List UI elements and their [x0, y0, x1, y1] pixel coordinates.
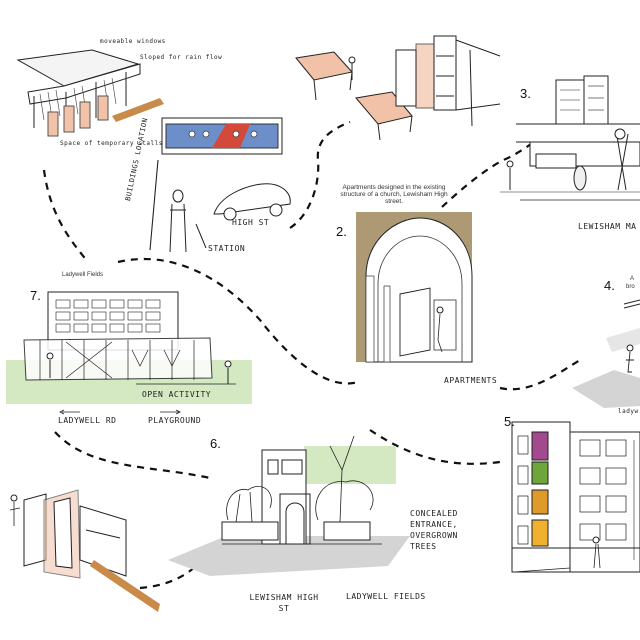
- sketch-number-4: 4.: [604, 278, 615, 293]
- annotation-temporary-stalls: Space of temporary stalls: [60, 140, 163, 147]
- connector-7-to-apartments: [117, 257, 359, 385]
- note-concealed-entrance: CONCEALED ENTRANCE, OVERGROWN TREES: [410, 509, 458, 551]
- caption-church-apartments: Apartments designed in the existing stru…: [340, 184, 448, 205]
- sketch-number-6: 6.: [210, 436, 221, 451]
- annotation-sloped-roof: Sloped for rain flow: [140, 54, 223, 61]
- connector-6-to-5: [369, 429, 501, 465]
- label-apartments: APARTMENTS: [444, 376, 498, 385]
- label-ladywell-rd: LADYWELL RD: [58, 416, 117, 425]
- connector-apartments-to-4: [499, 359, 581, 391]
- title-ladywell-fields: Ladywell Fields: [62, 272, 104, 278]
- sketch-lewisham-market: [500, 75, 640, 201]
- sketch-4-plaza: [572, 299, 640, 408]
- caption-4-fragment-b: bro: [626, 284, 635, 290]
- label-lewisham-high-st: LEWISHAM HIGH ST: [249, 593, 319, 613]
- caption-4-fragment-a: A: [630, 276, 635, 282]
- label-open-activity: OPEN ACTIVITY: [142, 390, 212, 399]
- sketch-5-apartment-block: [511, 421, 640, 573]
- sketch-doorway-frame: [9, 489, 160, 612]
- sketch-7-ladywell-fields: [6, 291, 252, 415]
- sketch-6-entrance: [168, 435, 410, 576]
- label-high-st: HIGH ST: [232, 218, 270, 227]
- annotation-moveable-windows: moveable windows: [100, 38, 166, 45]
- sketch-number-5: 5.: [504, 414, 515, 429]
- sketch-number-3: 3.: [520, 86, 531, 101]
- sketch-number-7: 7.: [30, 288, 41, 303]
- connector-7-to-6: [54, 431, 211, 480]
- sketch-tables: [295, 35, 501, 141]
- sketch-church-apartments: [356, 212, 473, 363]
- label-playground: PLAYGROUND: [148, 416, 202, 425]
- sketch-number-2: 2.: [336, 224, 347, 239]
- label-lewisham-market: LEWISHAM MA: [578, 222, 637, 231]
- label-4-fragment: ladyw: [618, 408, 639, 415]
- label-ladywell-fields-6: LADYWELL FIELDS: [346, 592, 426, 601]
- label-station: STATION: [208, 244, 246, 253]
- sketch-market-stalls: [16, 49, 164, 137]
- connector-station-to-stall: [289, 120, 351, 229]
- connector-2-to-3: [441, 139, 537, 208]
- sketch-station: [149, 117, 291, 253]
- connector-1-to-7: [42, 169, 89, 263]
